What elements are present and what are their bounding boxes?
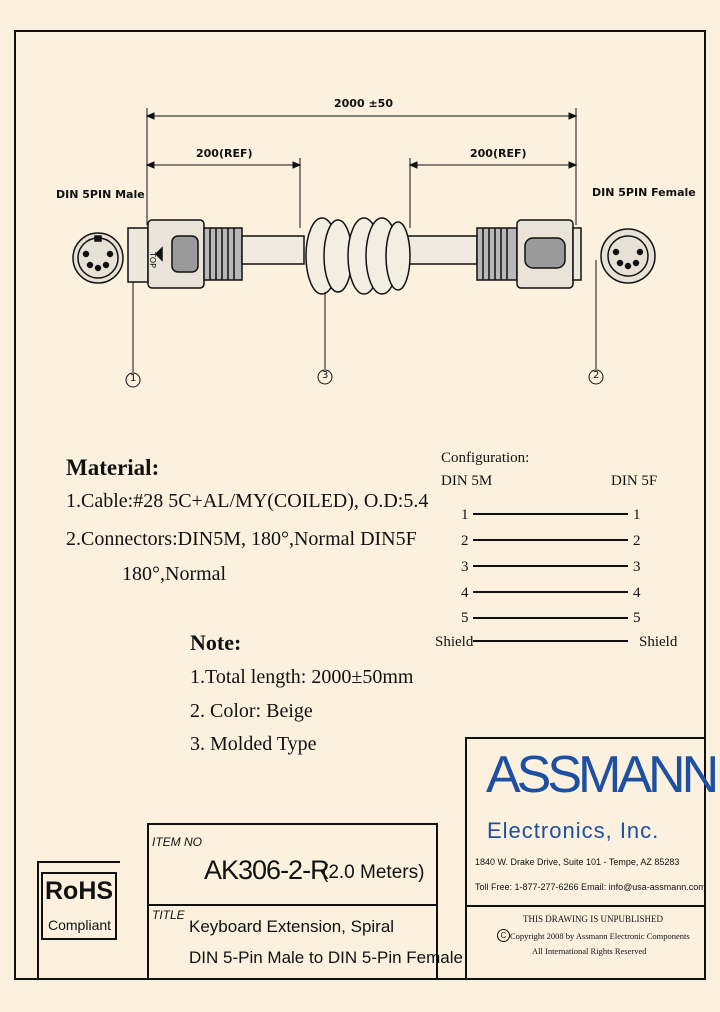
material-cable: 1.Cable:#28 5C+AL/MY(COILED), O.D:5.4 bbox=[66, 490, 429, 512]
callout-3: 3 bbox=[322, 370, 329, 381]
config-left-header: DIN 5M bbox=[441, 473, 493, 489]
male-label: DIN 5PIN Male bbox=[56, 188, 145, 201]
title-block-divider bbox=[147, 904, 438, 906]
note-item: 3. Molded Type bbox=[190, 733, 317, 755]
config-pin-left: 1 bbox=[461, 507, 469, 523]
din-male-connector bbox=[127, 219, 243, 289]
title-line-2: DIN 5-Pin Male to DIN 5-Pin Female bbox=[189, 948, 463, 967]
din-female-connector bbox=[476, 219, 582, 289]
coiled-cable bbox=[305, 217, 411, 295]
note-heading: Note: bbox=[190, 630, 242, 655]
rohs-subtitle: Compliant bbox=[48, 917, 112, 933]
rohs-title: RoHS bbox=[45, 877, 114, 905]
copyright-icon: C bbox=[497, 929, 510, 942]
config-shield-right: Shield bbox=[639, 634, 678, 650]
company-logo: ASSMANN bbox=[486, 746, 719, 804]
config-pin-right: 5 bbox=[633, 610, 641, 626]
material-heading: Material: bbox=[66, 455, 160, 480]
callout-1: 1 bbox=[130, 373, 137, 384]
callout-2: 2 bbox=[593, 370, 600, 381]
note-item: 2. Color: Beige bbox=[190, 700, 313, 722]
legal-copyright: Copyright 2008 by Assmann Electronic Com… bbox=[510, 931, 690, 941]
config-pin-left: 5 bbox=[461, 610, 469, 626]
overall-length-dim: 2000 ±50 bbox=[334, 97, 393, 110]
title-line-1: Keyboard Extension, Spiral bbox=[189, 917, 395, 936]
top-marker: TOP bbox=[148, 252, 157, 269]
item-number: AK306-2-R bbox=[204, 855, 330, 885]
female-label: DIN 5PIN Female bbox=[592, 186, 696, 199]
config-pin-left: 2 bbox=[461, 533, 469, 549]
ref-dim-left: 200(REF) bbox=[196, 147, 253, 160]
company-address: 1840 W. Drake Drive, Suite 101 - Tempe, … bbox=[475, 857, 680, 867]
company-subtitle: Electronics, Inc. bbox=[487, 818, 660, 843]
title-label: TITLE bbox=[152, 908, 185, 922]
config-heading: Configuration: bbox=[441, 450, 530, 466]
legal-unpublished: THIS DRAWING IS UNPUBLISHED bbox=[523, 914, 664, 924]
din-male-face bbox=[72, 232, 124, 284]
note-item: 1.Total length: 2000±50mm bbox=[190, 666, 414, 688]
config-pin-left: 3 bbox=[461, 559, 469, 575]
config-pin-left: 4 bbox=[461, 585, 469, 601]
material-connectors: 2.Connectors:DIN5M, 180°,Normal DIN5F bbox=[66, 528, 417, 550]
title-block bbox=[147, 823, 438, 980]
config-pin-right: 3 bbox=[633, 559, 641, 575]
config-pin-right: 4 bbox=[633, 585, 641, 601]
config-pin-right: 2 bbox=[633, 533, 641, 549]
company-divider bbox=[465, 905, 706, 907]
config-pin-right: 1 bbox=[633, 507, 641, 523]
company-block bbox=[465, 737, 706, 980]
item-no-label: ITEM NO bbox=[152, 835, 202, 849]
config-shield-left: Shield bbox=[435, 634, 474, 650]
din-female-face bbox=[600, 228, 656, 284]
rohs-badge bbox=[41, 872, 117, 940]
company-contact: Toll Free: 1-877-277-6266 Email: info@us… bbox=[475, 882, 706, 892]
material-connectors-cont: 180°,Normal bbox=[122, 563, 227, 585]
rohs-outer bbox=[37, 861, 120, 980]
legal-rights: All International Rights Reserved bbox=[532, 946, 647, 956]
config-right-header: DIN 5F bbox=[611, 473, 658, 489]
item-length-note: (2.0 Meters) bbox=[322, 862, 425, 883]
ref-dim-right: 200(REF) bbox=[470, 147, 527, 160]
